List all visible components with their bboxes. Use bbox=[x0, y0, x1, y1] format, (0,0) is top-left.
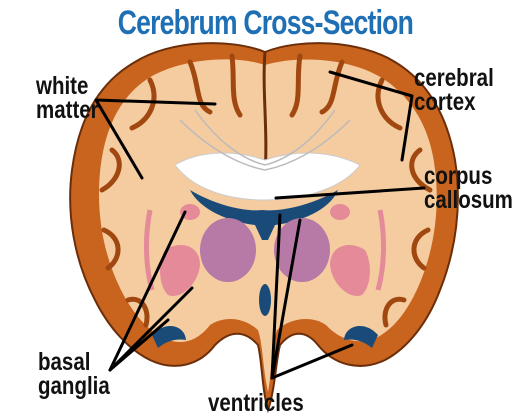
longitudinal-fissure bbox=[264, 52, 266, 175]
third-ventricle bbox=[259, 284, 271, 316]
label-cerebral-cortex-line1: cerebral bbox=[414, 66, 494, 90]
caudate-right bbox=[330, 204, 350, 220]
label-ventricles: ventricles bbox=[208, 391, 304, 415]
label-basal-ganglia-line1: basal bbox=[38, 350, 110, 374]
label-cerebral-cortex-line2: cortex bbox=[414, 90, 494, 114]
label-basal-ganglia-line2: ganglia bbox=[38, 374, 110, 398]
label-white-matter-line2: matter bbox=[36, 98, 99, 122]
label-white-matter-line1: white bbox=[36, 74, 99, 98]
label-corpus-callosum-line1: corpus bbox=[424, 164, 513, 188]
label-corpus-callosum-line2: callosum bbox=[424, 188, 513, 212]
label-cerebral-cortex: cerebral cortex bbox=[414, 66, 494, 114]
label-corpus-callosum: corpus callosum bbox=[424, 164, 513, 212]
label-white-matter: white matter bbox=[36, 74, 99, 122]
thalamus-right bbox=[274, 218, 330, 282]
label-basal-ganglia: basal ganglia bbox=[38, 350, 110, 398]
thalamus-left bbox=[200, 218, 256, 282]
